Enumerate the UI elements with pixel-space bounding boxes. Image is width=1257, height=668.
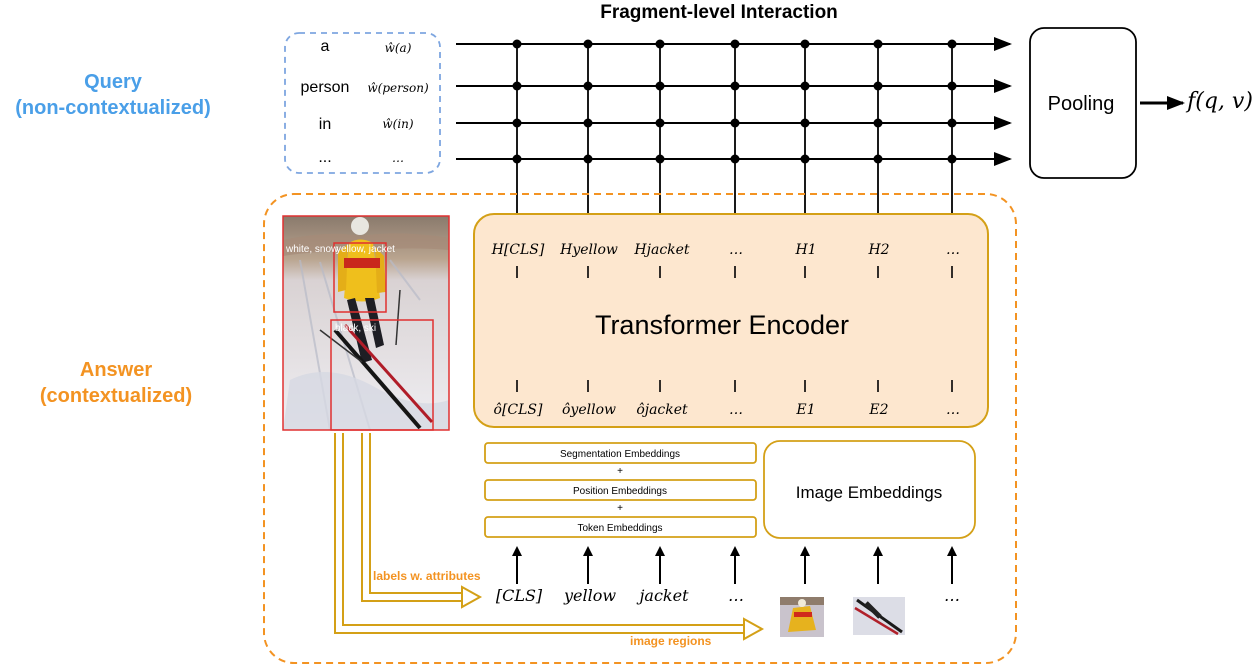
input-representation-label: … bbox=[729, 402, 743, 418]
interaction-dot bbox=[873, 39, 883, 49]
interaction-dot bbox=[730, 154, 740, 164]
interaction-dot bbox=[800, 81, 810, 91]
segmentation-embeddings-label: Segmentation Embeddings bbox=[560, 449, 680, 460]
intersection-dots bbox=[512, 39, 957, 164]
input-representation-label: … bbox=[946, 402, 960, 418]
labels-arrow bbox=[361, 433, 462, 602]
input-token: yellow bbox=[563, 586, 616, 605]
image-embeddings-box bbox=[763, 440, 976, 539]
query-word: person bbox=[301, 79, 350, 96]
interaction-dot bbox=[583, 81, 593, 91]
diagram-title: Fragment-level Interaction bbox=[600, 2, 838, 23]
query-embedding: … bbox=[392, 151, 404, 165]
interaction-dot bbox=[730, 81, 740, 91]
interaction-dot bbox=[655, 81, 665, 91]
region-crop-jacket bbox=[780, 597, 824, 637]
hidden-state-label: … bbox=[946, 242, 960, 258]
input-representation-label: ô[CLS] bbox=[494, 402, 543, 418]
regions-arrow-label: image regions bbox=[630, 634, 712, 648]
input-representation-label: ôjacket bbox=[636, 402, 688, 418]
region-box bbox=[333, 242, 387, 313]
output-score: f(q, v) bbox=[1185, 89, 1253, 114]
hidden-state-label: H2 bbox=[867, 242, 889, 258]
regions-arrow bbox=[334, 433, 744, 634]
token-embeddings-box bbox=[484, 516, 757, 538]
interaction-dot bbox=[873, 81, 883, 91]
interaction-dot bbox=[583, 39, 593, 49]
region-box bbox=[330, 319, 434, 431]
interaction-dot bbox=[947, 81, 957, 91]
input-representation-label: E2 bbox=[868, 402, 888, 418]
query-embedding: ŵ(in) bbox=[382, 117, 414, 131]
interaction-dot bbox=[512, 154, 522, 164]
hidden-state-label: Hjacket bbox=[633, 242, 690, 258]
input-representation-label: ôyellow bbox=[562, 402, 616, 418]
query-sublabel: (non-contextualized) bbox=[15, 97, 211, 119]
interaction-dot bbox=[512, 118, 522, 128]
answer-sublabel: (contextualized) bbox=[40, 385, 192, 407]
interaction-dot bbox=[655, 154, 665, 164]
interaction-dot bbox=[583, 118, 593, 128]
query-box bbox=[284, 32, 441, 174]
query-embedding: ŵ(person) bbox=[367, 81, 429, 95]
position-embeddings-box bbox=[484, 479, 757, 501]
photo-label-black-ski: black, ski bbox=[335, 323, 376, 334]
skier-photo bbox=[282, 215, 450, 431]
input-token: [CLS] bbox=[496, 586, 543, 605]
interaction-dot bbox=[947, 154, 957, 164]
interaction-dot bbox=[512, 39, 522, 49]
query-embedding: ŵ(a) bbox=[385, 41, 412, 55]
plus-sign: + bbox=[617, 503, 623, 514]
interaction-dot bbox=[947, 39, 957, 49]
query-word: in bbox=[319, 116, 331, 133]
interaction-dot bbox=[947, 118, 957, 128]
transformer-encoder-box bbox=[473, 213, 989, 428]
interaction-dot bbox=[800, 118, 810, 128]
input-token: … bbox=[944, 586, 960, 605]
interaction-dot bbox=[655, 39, 665, 49]
interaction-dot bbox=[655, 118, 665, 128]
pooling-label: Pooling bbox=[1048, 93, 1115, 115]
photo-label-white-snow: white, snow bbox=[285, 244, 339, 255]
plus-sign: + bbox=[617, 466, 623, 477]
query-word: ... bbox=[318, 149, 331, 166]
answer-box bbox=[263, 193, 1017, 664]
image-embeddings-label: Image Embeddings bbox=[796, 483, 942, 502]
interaction-dot bbox=[730, 39, 740, 49]
query-label: Query bbox=[84, 71, 143, 93]
regions-arrow-head bbox=[743, 617, 765, 641]
interaction-dot bbox=[873, 154, 883, 164]
interaction-dot bbox=[583, 154, 593, 164]
hidden-state-label: H1 bbox=[794, 242, 816, 258]
transformer-encoder-label: Transformer Encoder bbox=[595, 310, 849, 340]
interaction-dot bbox=[730, 118, 740, 128]
input-token: jacket bbox=[636, 586, 689, 605]
input-token: … bbox=[728, 586, 744, 605]
segmentation-embeddings-box bbox=[484, 442, 757, 464]
pooling-box bbox=[1029, 27, 1137, 179]
labels-arrow-head bbox=[461, 585, 483, 609]
photo-label-yellow-jacket: yellow, jacket bbox=[336, 244, 395, 255]
region-crop-skis bbox=[853, 597, 905, 636]
interaction-dot bbox=[800, 39, 810, 49]
answer-label: Answer bbox=[80, 359, 152, 381]
hidden-state-label: Hyellow bbox=[559, 242, 618, 258]
position-embeddings-label: Position Embeddings bbox=[573, 486, 667, 497]
hidden-state-label: … bbox=[729, 242, 743, 258]
labels-arrow-label: labels w. attributes bbox=[373, 569, 481, 583]
hidden-state-label: H[CLS] bbox=[491, 242, 545, 258]
token-embeddings-label: Token Embeddings bbox=[577, 523, 662, 534]
query-word: a bbox=[321, 38, 330, 55]
interaction-dot bbox=[873, 118, 883, 128]
interaction-dot bbox=[800, 154, 810, 164]
interaction-dot bbox=[512, 81, 522, 91]
input-representation-label: E1 bbox=[795, 402, 815, 418]
